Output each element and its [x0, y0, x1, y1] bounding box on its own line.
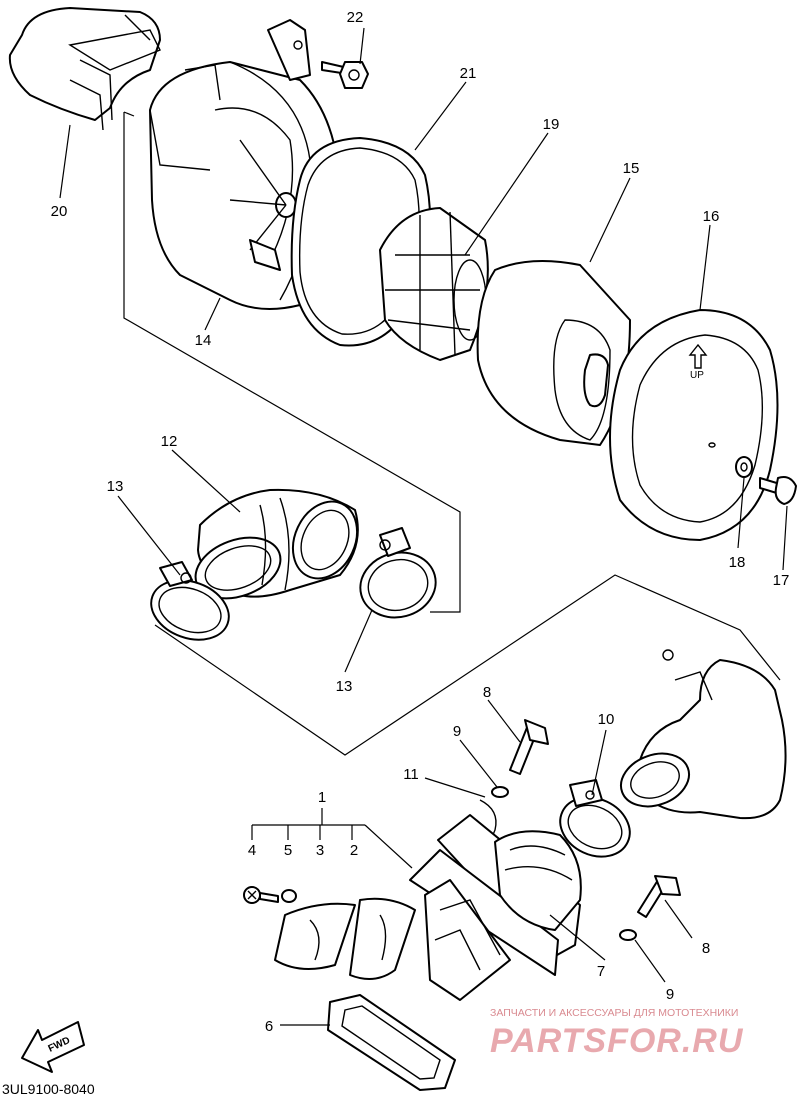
carburetor-reference: [620, 649, 787, 820]
bolt-part-8b: [637, 875, 681, 918]
washer-part-9b: [619, 929, 637, 941]
washer-part-18: [735, 456, 753, 478]
reed-valve-body-part-7: [409, 814, 582, 1001]
callout-18: 18: [729, 554, 746, 571]
callout-19: 19: [543, 116, 560, 133]
assembly-outline-upper: [123, 111, 461, 613]
filter-cage-part-19: [379, 207, 489, 361]
callout-14: 14: [195, 332, 212, 349]
clamp-part-13b: [359, 527, 437, 619]
up-marking: UP: [690, 370, 704, 381]
callout-11: 11: [403, 766, 419, 783]
clamp-part-13a: [150, 561, 230, 641]
bolt-part-8a: [509, 719, 549, 775]
gasket-part-6: [327, 994, 456, 1091]
reed-part-3: [274, 902, 356, 970]
callout-7: 7: [597, 963, 605, 980]
reed-stopper-part-2: [349, 897, 416, 980]
clamp-part-10: [559, 779, 631, 858]
callout-5: 5: [284, 842, 292, 859]
watermark-brand: PARTSFOR.RU: [490, 1022, 744, 1060]
callout-16: 16: [703, 208, 720, 225]
bolt-part-22: [321, 61, 369, 89]
callout-17: 17: [773, 572, 790, 589]
callout-labels: 22 21 19 15 16 20 14 12 13 13 18 17 8 9 …: [51, 9, 790, 1035]
callout-15: 15: [623, 160, 640, 177]
fwd-arrow-icon: FWD: [21, 1021, 85, 1073]
callout-1: 1: [318, 789, 326, 806]
callout-8a: 8: [483, 684, 491, 701]
callout-20: 20: [51, 203, 68, 220]
callout-bracket-1: [251, 808, 413, 869]
callout-9a: 9: [453, 723, 461, 740]
callout-12: 12: [161, 433, 178, 450]
watermark-tagline: ЗАПЧАСТИ И АКСЕССУАРЫ ДЛЯ МОТОТЕХНИКИ: [490, 1007, 738, 1019]
callout-2: 2: [350, 842, 358, 859]
leader-lines: [59, 27, 788, 1026]
assembly-outline-middle: [154, 574, 781, 756]
washer-part-9a: [491, 786, 509, 798]
callout-13a: 13: [107, 478, 124, 495]
callout-22: 22: [347, 9, 364, 26]
diagram-code: 3UL9100-8040: [2, 1081, 95, 1097]
callout-21: 21: [460, 65, 477, 82]
callout-6: 6: [265, 1018, 273, 1035]
callout-9b: 9: [666, 986, 674, 1003]
bolt-part-17: [759, 476, 797, 505]
callout-13b: 13: [336, 678, 353, 695]
watermark: ЗАПЧАСТИ И АКСЕССУАРЫ ДЛЯ МОТОТЕХНИКИ PA…: [490, 1007, 744, 1060]
washer-part-5: [281, 889, 297, 903]
screw-part-4: [243, 886, 279, 904]
filter-element-part-15: [476, 260, 631, 446]
callout-8b: 8: [702, 940, 710, 957]
callout-10: 10: [598, 711, 615, 728]
intake-duct-part-20: [8, 7, 161, 131]
callout-3: 3: [316, 842, 324, 859]
callout-4: 4: [248, 842, 256, 859]
joint-part-12: [194, 488, 359, 600]
filter-cover-part-16: UP: [609, 309, 779, 541]
